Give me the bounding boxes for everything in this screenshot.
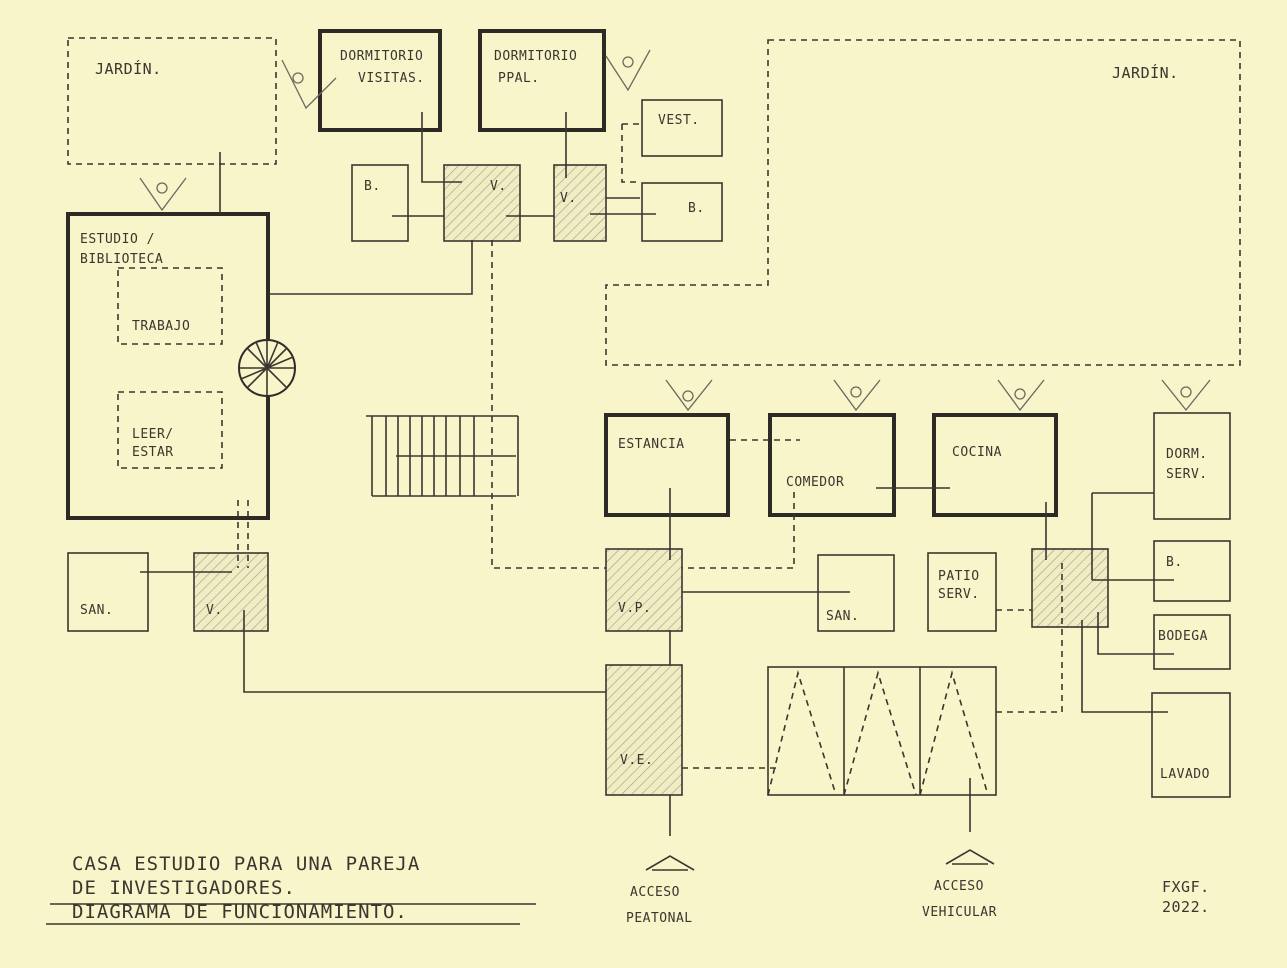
ve-label: V.E. [620,753,653,768]
view-eye-icon-comedor [833,379,881,412]
caption-line-1: CASA ESTUDIO PARA UNA PAREJA [72,853,420,875]
vest-top-1-label: V. [490,179,507,194]
room-vestibulo-servicio [1031,548,1109,628]
vest-top-2-label: V. [560,191,577,206]
room-vestidor: VEST. [641,99,723,157]
estudio-label-1: ESTUDIO / [80,232,155,247]
room-dormitorio-visitas: DORMITORIO VISITAS. [318,29,442,132]
spiral-staircase [238,339,296,397]
view-eye-icon-visitas [281,59,337,110]
trabajo-label: TRABAJO [132,319,190,334]
acceso-vehicular-label-1: ACCESO [934,879,984,894]
room-bodega: BODEGA [1153,614,1231,670]
vest-left-label: V. [206,603,223,618]
garden-right-label: JARDÍN. [1112,63,1179,82]
caption-line-2: DE INVESTIGADORES. [72,877,296,899]
room-sanitario-left: SAN. [67,552,149,632]
room-vestibulo-left: V. [193,552,269,632]
san-left-label: SAN. [80,603,113,618]
caption-line-3: DIAGRAMA DE FUNCIONAMIENTO. [72,901,408,923]
connections-solid [140,112,1174,836]
straight-staircase [366,415,519,497]
room-vestibulo-top-1: V. [443,164,521,242]
dorm-serv-label-2: SERV. [1166,467,1208,482]
access-vehicular: ACCESO VEHICULAR [922,849,997,920]
garage-parking [767,666,997,796]
acceso-vehicular-label-2: VEHICULAR [922,905,997,920]
dorm-ppal-label-1: DORMITORIO [494,49,577,64]
room-dormitorio-servicio: DORM. SERV. [1153,412,1231,520]
connections-dashed [237,123,1063,769]
signature-line-2: 2022. [1162,898,1210,916]
room-vestibulo-principal: V.P. [605,548,683,632]
estudio-label-2: BIBLIOTECA [80,252,163,267]
garden-right: JARDÍN. [605,39,1241,366]
cocina-label: COCINA [952,445,1002,460]
vp-label: V.P. [618,601,651,616]
bano-serv-label: B. [1166,555,1183,570]
view-eye-icon-estancia [665,379,713,412]
room-estudio-biblioteca: ESTUDIO / BIBLIOTECA TRABAJO LEER/ ESTAR [66,212,270,520]
room-comedor: COMEDOR [768,413,896,517]
comedor-label: COMEDOR [786,475,844,490]
bano-top-right-label: B. [688,201,705,216]
bodega-label: BODEGA [1158,629,1208,644]
dorm-serv-label-1: DORM. [1166,447,1208,462]
room-lavado: LAVADO [1151,692,1231,798]
dorm-ppal-label-2: PPAL. [498,71,540,86]
signature: FXGF. 2022. [1162,878,1210,916]
room-sanitario-mid: SAN. [817,554,895,632]
garden-left-label: JARDÍN. [95,59,162,78]
leer-label-1: LEER/ [132,427,174,442]
access-peatonal: ACCESO PEATONAL [626,855,695,926]
bano-top-left-label: B. [364,179,381,194]
acceso-peatonal-label-2: PEATONAL [626,911,693,926]
patio-label-2: SERV. [938,587,980,602]
signature-line-1: FXGF. [1162,878,1210,896]
view-eye-icon-ppal [605,49,651,92]
lavado-label: LAVADO [1160,767,1210,782]
dorm-visitas-label-1: DORMITORIO [340,49,423,64]
room-patio-servicio: PATIO SERV. [927,552,997,632]
room-bano-top-right: B. [641,182,723,242]
room-vestibulo-top-2: V. [553,164,607,242]
san-mid-label: SAN. [826,609,859,624]
dorm-visitas-label-2: VISITAS. [358,71,425,86]
room-dormitorio-principal: DORMITORIO PPAL. [478,29,606,132]
room-estancia: ESTANCIA [604,413,730,517]
acceso-peatonal-label-1: ACCESO [630,885,680,900]
view-eye-icon-estudio [139,177,187,212]
view-eye-icon-cocina [997,379,1045,412]
vest-label: VEST. [658,113,700,128]
view-eye-icon-dorm-serv [1161,379,1211,412]
leer-label-2: ESTAR [132,445,174,460]
room-bano-top-left: B. [351,164,409,242]
room-bano-servicio: B. [1153,540,1231,602]
caption: CASA ESTUDIO PARA UNA PAREJA DE INVESTIG… [46,853,536,925]
room-vestibulo-entrada: V.E. [605,664,683,796]
garden-left: JARDÍN. [67,37,277,165]
room-cocina: COCINA [932,413,1058,517]
estancia-label: ESTANCIA [618,437,685,452]
patio-label-1: PATIO [938,569,980,584]
